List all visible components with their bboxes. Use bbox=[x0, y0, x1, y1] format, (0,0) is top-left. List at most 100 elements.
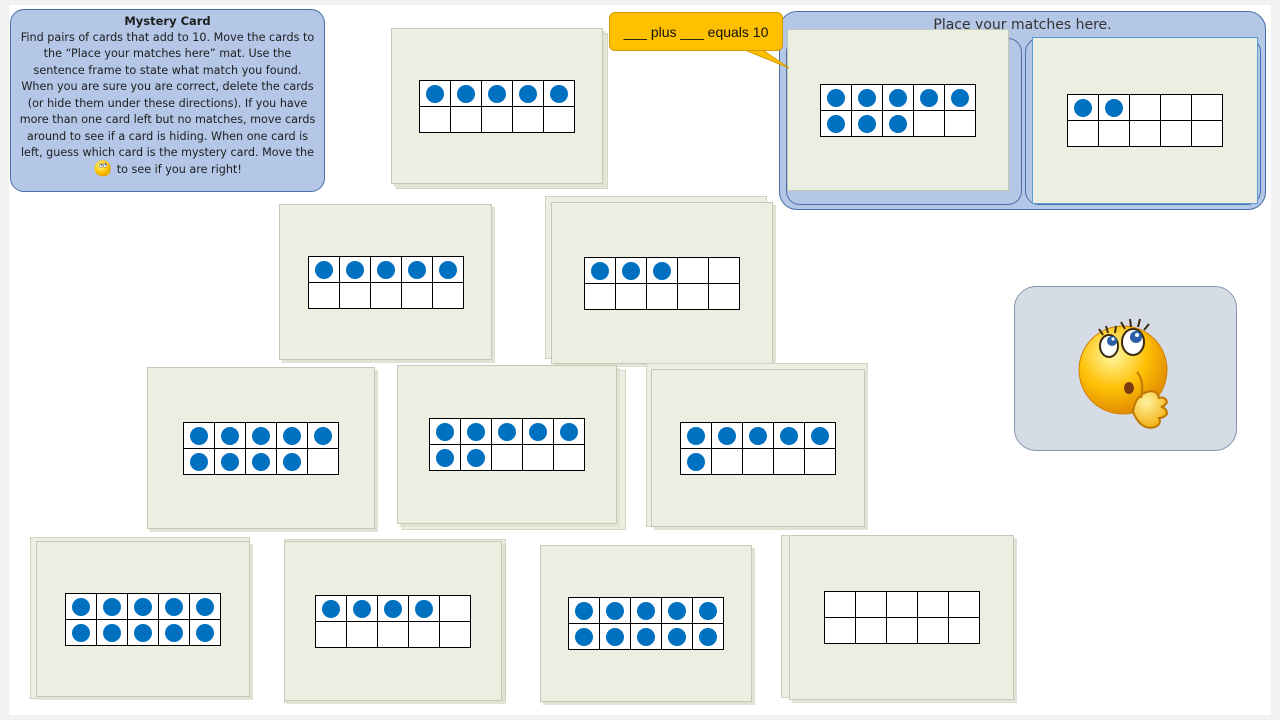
ten-frame-cell bbox=[1160, 120, 1192, 147]
ten-frame-cell bbox=[944, 84, 976, 111]
counter-dot bbox=[591, 262, 609, 281]
sentence-frame-callout[interactable]: ___ plus ___ equals 10 bbox=[609, 12, 783, 51]
ten-frame-cell bbox=[307, 448, 339, 475]
counter-dot bbox=[687, 427, 705, 446]
ten-frame-cell bbox=[214, 422, 246, 449]
counter-dot bbox=[384, 600, 402, 619]
ten-frame-cell bbox=[491, 444, 523, 471]
ten-frame-card[interactable] bbox=[36, 541, 250, 697]
counter-dot bbox=[637, 628, 655, 647]
ten-frame-cell bbox=[646, 283, 678, 310]
counter-dot bbox=[1105, 99, 1123, 118]
ten-frame-cell bbox=[96, 619, 128, 646]
directions-box[interactable]: Mystery Card Find pairs of cards that ad… bbox=[10, 9, 325, 192]
ten-frame-cell bbox=[855, 617, 887, 644]
directions-text-main: Find pairs of cards that add to 10. Move… bbox=[19, 30, 316, 160]
ten-frame-cell bbox=[408, 595, 440, 622]
ten-frame-cell bbox=[158, 593, 190, 620]
ten-frame bbox=[584, 257, 740, 310]
ten-frame-cell bbox=[917, 617, 949, 644]
counter-dot bbox=[606, 602, 624, 621]
counter-dot bbox=[314, 427, 332, 446]
ten-frame-cell bbox=[408, 621, 440, 648]
counter-dot bbox=[1074, 99, 1092, 118]
ten-frame-cell bbox=[401, 282, 433, 309]
ten-frame-cell bbox=[692, 597, 724, 624]
ten-frame-card[interactable] bbox=[540, 545, 752, 702]
ten-frame-cell bbox=[419, 80, 451, 107]
ten-frame-cell bbox=[370, 256, 402, 283]
ten-frame-cell bbox=[346, 595, 378, 622]
ten-frame-cell bbox=[308, 256, 340, 283]
counter-dot bbox=[408, 261, 426, 280]
ten-frame-cell bbox=[820, 110, 852, 137]
ten-frame-cell bbox=[432, 282, 464, 309]
ten-frame-card[interactable] bbox=[789, 535, 1014, 700]
counter-dot bbox=[749, 427, 767, 446]
ten-frame-cell bbox=[917, 591, 949, 618]
ten-frame-cell bbox=[439, 595, 471, 622]
ten-frame-cell bbox=[742, 448, 774, 475]
ten-frame-cell bbox=[315, 595, 347, 622]
ten-frame-cell bbox=[882, 84, 914, 111]
ten-frame-card[interactable] bbox=[397, 365, 617, 524]
ten-frame-cell bbox=[886, 617, 918, 644]
counter-dot bbox=[858, 89, 876, 108]
ten-frame bbox=[568, 597, 724, 650]
ten-frame-cell bbox=[677, 283, 709, 310]
counter-dot bbox=[457, 85, 475, 104]
ten-frame-cell bbox=[599, 597, 631, 624]
ten-frame-cell bbox=[708, 257, 740, 284]
ten-frame-cell bbox=[189, 619, 221, 646]
thinking-emoji-icon bbox=[1078, 318, 1168, 429]
ten-frame-cell bbox=[584, 257, 616, 284]
counter-dot bbox=[103, 598, 121, 617]
ten-frame-cell bbox=[820, 84, 852, 111]
ten-frame-cell bbox=[615, 283, 647, 310]
counter-dot bbox=[687, 453, 705, 472]
ten-frame-card[interactable] bbox=[551, 202, 773, 364]
counter-dot bbox=[529, 423, 547, 442]
ten-frame-cell bbox=[339, 256, 371, 283]
ten-frame-cell bbox=[711, 448, 743, 475]
ten-frame-cell bbox=[824, 591, 856, 618]
counter-dot bbox=[560, 423, 578, 442]
ten-frame-card[interactable] bbox=[651, 369, 865, 527]
counter-dot bbox=[415, 600, 433, 619]
counter-dot bbox=[436, 449, 454, 468]
counter-dot bbox=[72, 624, 90, 643]
ten-frame-cell bbox=[599, 623, 631, 650]
counter-dot bbox=[190, 453, 208, 472]
ten-frame-cell bbox=[377, 621, 409, 648]
thinking-emoji-icon bbox=[93, 158, 113, 178]
counter-dot bbox=[134, 624, 152, 643]
ten-frame-cell bbox=[630, 597, 662, 624]
ten-frame-card[interactable] bbox=[284, 541, 502, 701]
ten-frame-card[interactable] bbox=[391, 28, 603, 184]
ten-frame-cell bbox=[1098, 94, 1130, 121]
ten-frame-card[interactable] bbox=[787, 29, 1009, 191]
ten-frame-cell bbox=[630, 623, 662, 650]
ten-frame-cell bbox=[948, 617, 980, 644]
counter-dot bbox=[699, 628, 717, 647]
ten-frame-cell bbox=[65, 619, 97, 646]
counter-dot bbox=[498, 423, 516, 442]
ten-frame-card[interactable] bbox=[147, 367, 375, 529]
directions-text: Find pairs of cards that add to 10. Move… bbox=[19, 30, 316, 179]
ten-frame-cell bbox=[773, 422, 805, 449]
ten-frame-cell bbox=[948, 591, 980, 618]
ten-frame bbox=[419, 80, 575, 133]
counter-dot bbox=[622, 262, 640, 281]
counter-dot bbox=[467, 423, 485, 442]
ten-frame-card[interactable] bbox=[279, 204, 492, 360]
ten-frame-cell bbox=[307, 422, 339, 449]
counter-dot bbox=[889, 89, 907, 108]
ten-frame-cell bbox=[851, 84, 883, 111]
ten-frame-card[interactable] bbox=[1032, 37, 1258, 204]
ten-frame-cell bbox=[346, 621, 378, 648]
mystery-card-reveal-button[interactable] bbox=[1014, 286, 1237, 451]
ten-frame-cell bbox=[522, 418, 554, 445]
ten-frame-cell bbox=[65, 593, 97, 620]
ten-frame-cell bbox=[276, 448, 308, 475]
ten-frame-cell bbox=[127, 593, 159, 620]
